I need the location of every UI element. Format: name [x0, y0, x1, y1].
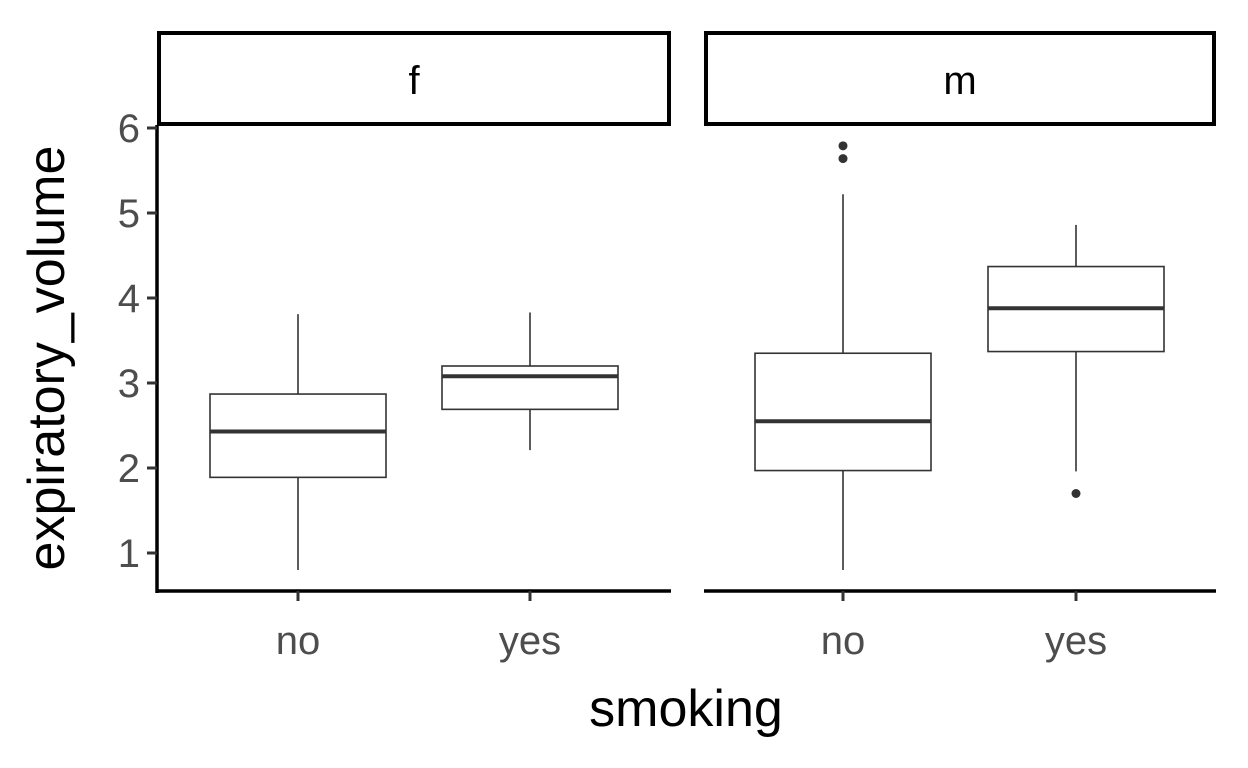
facet-strip-f	[157, 31, 671, 126]
facet-strip-label: f	[408, 59, 420, 103]
outlier-point	[1071, 489, 1081, 498]
facet-strip-m	[704, 31, 1216, 126]
iqr-box	[754, 352, 932, 472]
x-axis-title: smoking	[589, 680, 783, 738]
box-m-yes	[987, 224, 1165, 498]
x-tick-label: yes	[499, 619, 561, 663]
facet-panels: no yes no yes	[157, 141, 1216, 663]
x-tick-label: no	[821, 619, 866, 663]
y-tick-label: 2	[118, 447, 140, 491]
y-tick-label: 1	[118, 532, 140, 576]
iqr-box	[441, 365, 619, 411]
facet-panel-m: no yes	[704, 141, 1216, 663]
box-f-yes	[441, 312, 619, 451]
facet-strip-label: m	[943, 59, 976, 103]
box-m-no	[754, 141, 932, 570]
outlier-point	[838, 154, 848, 164]
facet-panel-f: no yes	[157, 312, 671, 663]
y-axis: 1 2 3 4 5 6	[118, 107, 159, 593]
y-axis-title: expiratory_volume	[18, 146, 76, 571]
x-tick-label: yes	[1045, 619, 1107, 663]
iqr-box	[209, 393, 387, 479]
x-tick-label: no	[276, 619, 321, 663]
box-f-no	[209, 314, 387, 570]
y-tick-label: 6	[118, 107, 140, 151]
outlier-point	[838, 141, 848, 151]
y-tick-label: 4	[118, 277, 140, 321]
y-tick-label: 3	[118, 362, 140, 406]
y-tick-label: 5	[118, 192, 140, 236]
